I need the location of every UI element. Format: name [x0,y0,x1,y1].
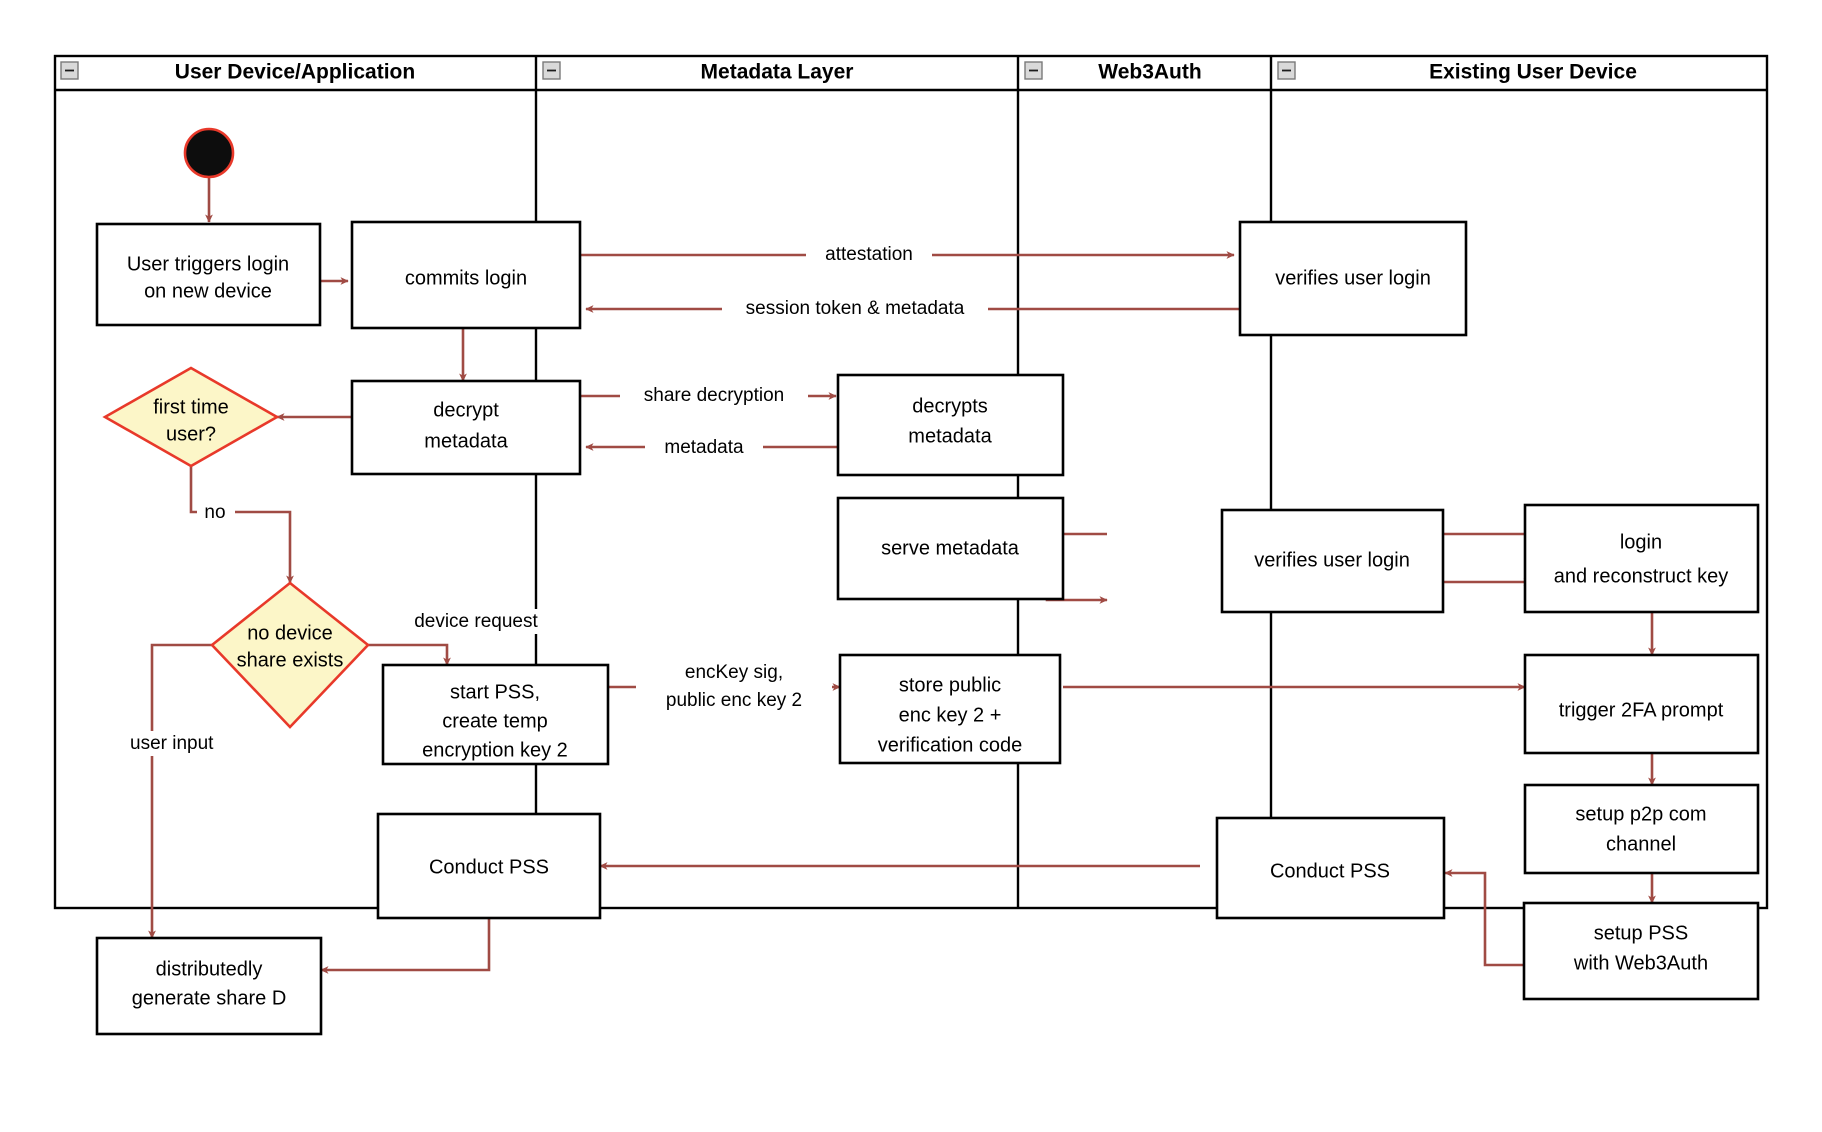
node-no-device-share-exists[interactable]: no device share exists [210,581,370,729]
node-decrypts-metadata[interactable]: decrypts metadata [836,373,1065,477]
collapse-minus-icon-lane-1[interactable] [542,61,561,80]
node-store-public-enc-key-line1: store public [899,674,1001,696]
node-store-public-enc-key[interactable]: store public enc key 2 + verification co… [838,653,1062,765]
edge-label-layer: attestation session token & metadata sha… [90,242,988,756]
lane-header-web3auth[interactable]: Web3Auth [1024,61,1202,84]
edge-no-device-share-exists-to-generate-share-d [148,643,212,939]
lane-title-user-device: User Device/Application [175,61,415,84]
node-conduct-pss-user-label: Conduct PSS [429,856,549,878]
node-setup-p2p-com-channel[interactable]: setup p2p com channel [1523,783,1760,875]
swimlane-frame [53,54,1769,910]
edge-label-no: no [204,502,225,523]
node-user-triggers-login[interactable]: User triggers login on new device [95,222,322,327]
edge-label-enckey-sig-line2: public enc key 2 [666,690,802,711]
node-setup-pss-line1: setup PSS [1594,922,1689,944]
node-serve-metadata[interactable]: serve metadata [836,496,1065,601]
edge-no-device-share-exists-to-start-pss [368,643,451,666]
collapse-minus-icon-lane-0[interactable] [60,61,79,80]
node-first-time-user[interactable]: first time user? [102,366,280,468]
collapse-minus-icon-lane-2[interactable] [1024,61,1043,80]
edge-first-time-user-to-no-device-share-exists [189,466,294,584]
start-node [183,127,235,179]
node-trigger-2fa-prompt-label: trigger 2FA prompt [1559,699,1724,721]
node-setup-p2p-line1: setup p2p com [1575,803,1706,825]
edge-label-session-token: session token & metadata [746,298,965,319]
edge-label-metadata: metadata [664,437,744,458]
edge-conduct-pss-user-to-generate-share-d [320,918,491,974]
node-first-time-user-line2: user? [166,423,216,445]
edge-label-share-decryption: share decryption [644,385,784,406]
node-login-reconstruct-line1: login [1620,531,1662,553]
node-no-device-share-exists-line1: no device [247,622,333,644]
lane-header-existing-device[interactable]: Existing User Device [1277,61,1637,84]
edge-label-device-request: device request [414,611,538,632]
node-store-public-enc-key-line3: verification code [878,734,1023,756]
node-setup-p2p-line2: channel [1606,833,1676,855]
edge-label-user-input: user input [130,733,214,754]
node-start-pss-create-temp-key[interactable]: start PSS, create temp encryption key 2 [381,663,610,766]
node-start-pss-line3: encryption key 2 [422,739,568,761]
lane-title-existing-device: Existing User Device [1429,61,1637,84]
node-decrypt-metadata[interactable]: decrypt metadata [350,379,582,476]
node-conduct-pss-user[interactable]: Conduct PSS [376,812,602,920]
node-verifies-user-login-top-label: verifies user login [1275,267,1431,289]
node-generate-share-d-line1: distributedly [156,958,263,980]
node-setup-pss-line2: with Web3Auth [1573,952,1708,974]
node-serve-metadata-label: serve metadata [881,537,1020,559]
node-verifies-user-login-top[interactable]: verifies user login [1238,220,1468,337]
collapse-minus-icon-lane-3[interactable] [1277,61,1296,80]
node-verifies-user-login-mid-label: verifies user login [1254,549,1410,571]
node-login-reconstruct-line2: and reconstruct key [1554,565,1729,587]
edge-label-attestation: attestation [825,244,913,265]
node-start-pss-line1: start PSS, [450,681,540,703]
edge-label-enckey-sig-line1: encKey sig, [685,662,783,683]
node-conduct-pss-web3auth-label: Conduct PSS [1270,860,1390,882]
node-commits-login-label: commits login [405,267,527,289]
node-decrypt-metadata-line2: metadata [424,430,508,452]
node-conduct-pss-web3auth[interactable]: Conduct PSS [1215,816,1446,920]
lane-header-metadata[interactable]: Metadata Layer [542,61,854,84]
node-decrypts-metadata-line1: decrypts [912,395,988,417]
edge-setup-pss-to-conduct-pss-web3auth [1444,869,1524,967]
node-decrypt-metadata-line1: decrypt [433,399,499,421]
node-login-and-reconstruct-key[interactable]: login and reconstruct key [1523,503,1760,614]
node-store-public-enc-key-line2: enc key 2 + [899,704,1002,726]
node-user-triggers-login-line1: User triggers login [127,253,289,275]
lane-header-user-device[interactable]: User Device/Application [60,61,415,84]
node-first-time-user-line1: first time [153,396,229,418]
node-commits-login[interactable]: commits login [350,220,582,330]
lane-title-web3auth: Web3Auth [1098,61,1201,84]
node-decrypts-metadata-line2: metadata [908,425,992,447]
node-start-pss-line2: create temp [442,710,548,732]
lane-title-metadata: Metadata Layer [701,61,854,84]
node-user-triggers-login-line2: on new device [144,280,272,302]
node-verifies-user-login-mid[interactable]: verifies user login [1220,508,1445,614]
node-setup-pss-with-web3auth[interactable]: setup PSS with Web3Auth [1522,901,1760,1001]
node-trigger-2fa-prompt[interactable]: trigger 2FA prompt [1523,653,1760,755]
node-no-device-share-exists-line2: share exists [237,649,344,671]
node-generate-share-d-line2: generate share D [132,987,287,1009]
node-distributedly-generate-share-d[interactable]: distributedly generate share D [95,936,323,1036]
